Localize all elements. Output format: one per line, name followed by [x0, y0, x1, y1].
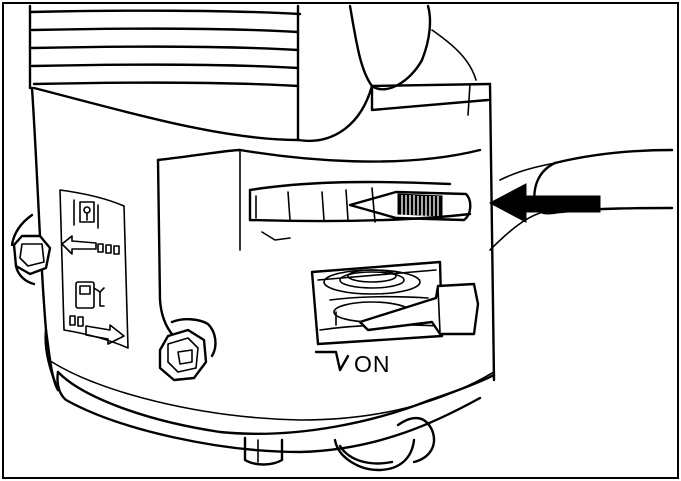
- center-bolt: [158, 318, 217, 382]
- instruction-decal: [59, 189, 129, 349]
- choke-symbol-icon: [73, 199, 99, 229]
- bottom-fittings: [243, 416, 436, 472]
- fuel-valve-lever[interactable]: [358, 282, 480, 336]
- arrow-pointing-left-icon: [488, 183, 601, 223]
- carburetor-body: [30, 82, 496, 454]
- left-mounting-bolt: [10, 213, 52, 286]
- on-label: ON: [354, 351, 391, 377]
- choke-lever-grip[interactable]: [397, 193, 443, 217]
- fuel-valve-assembly: [310, 260, 480, 372]
- arrow-right-small-icon: [69, 315, 125, 345]
- fuel-tank-top: [28, 4, 477, 142]
- choke-lever-assembly: [248, 180, 472, 241]
- fuel-pump-icon: [75, 281, 105, 309]
- arrow-left-small-icon: [61, 235, 120, 255]
